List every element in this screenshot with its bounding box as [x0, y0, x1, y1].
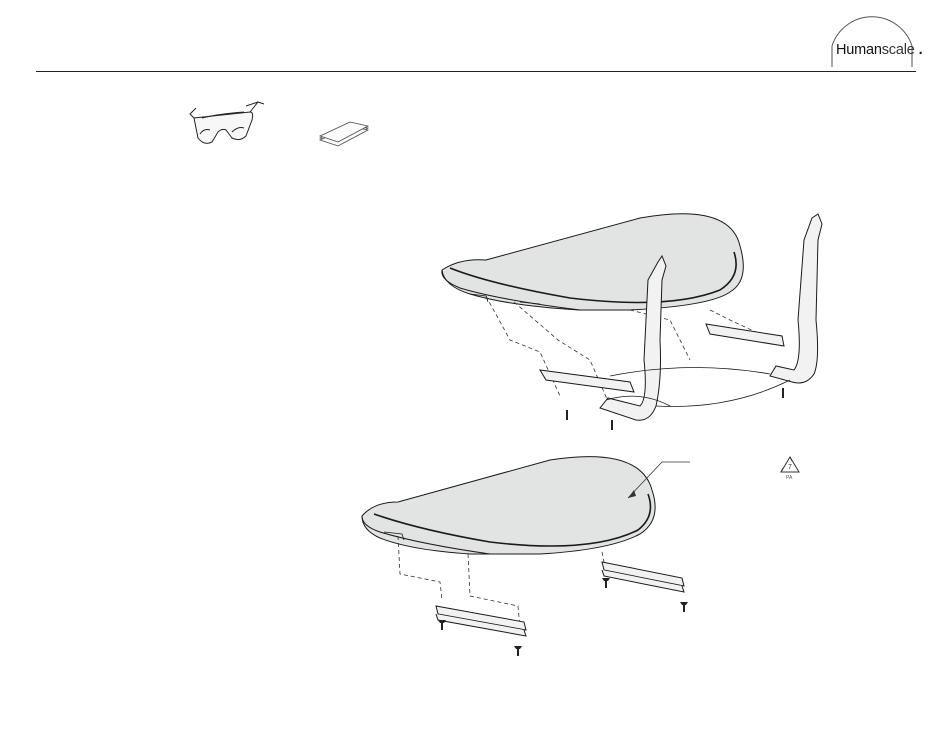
logo-arc — [824, 12, 920, 70]
humanscale-logo: Humanscale. — [824, 12, 920, 70]
logo-brand-dot: . — [919, 42, 923, 58]
seat-cushion-bottom — [362, 457, 655, 554]
logo-brand-human: Human — [836, 42, 882, 58]
logo-wordmark: Humanscale. — [836, 42, 922, 58]
header-rule — [36, 71, 916, 72]
seat-pan-frame — [606, 367, 790, 406]
seat-chair-exploded-diagram — [430, 210, 850, 435]
seat-cushion-rails-diagram — [350, 450, 710, 660]
recycle-material-label: PA — [786, 475, 792, 481]
seat-rails — [436, 562, 684, 636]
safety-glasses-icon — [188, 96, 268, 148]
recycle-icon: 7 — [779, 455, 801, 475]
seat-cushion-top — [442, 214, 744, 310]
screws — [566, 388, 784, 430]
recycle-code: 7 — [788, 464, 792, 471]
paper-sheets-icon — [316, 118, 372, 148]
logo-brand-scale: scale — [882, 42, 915, 58]
